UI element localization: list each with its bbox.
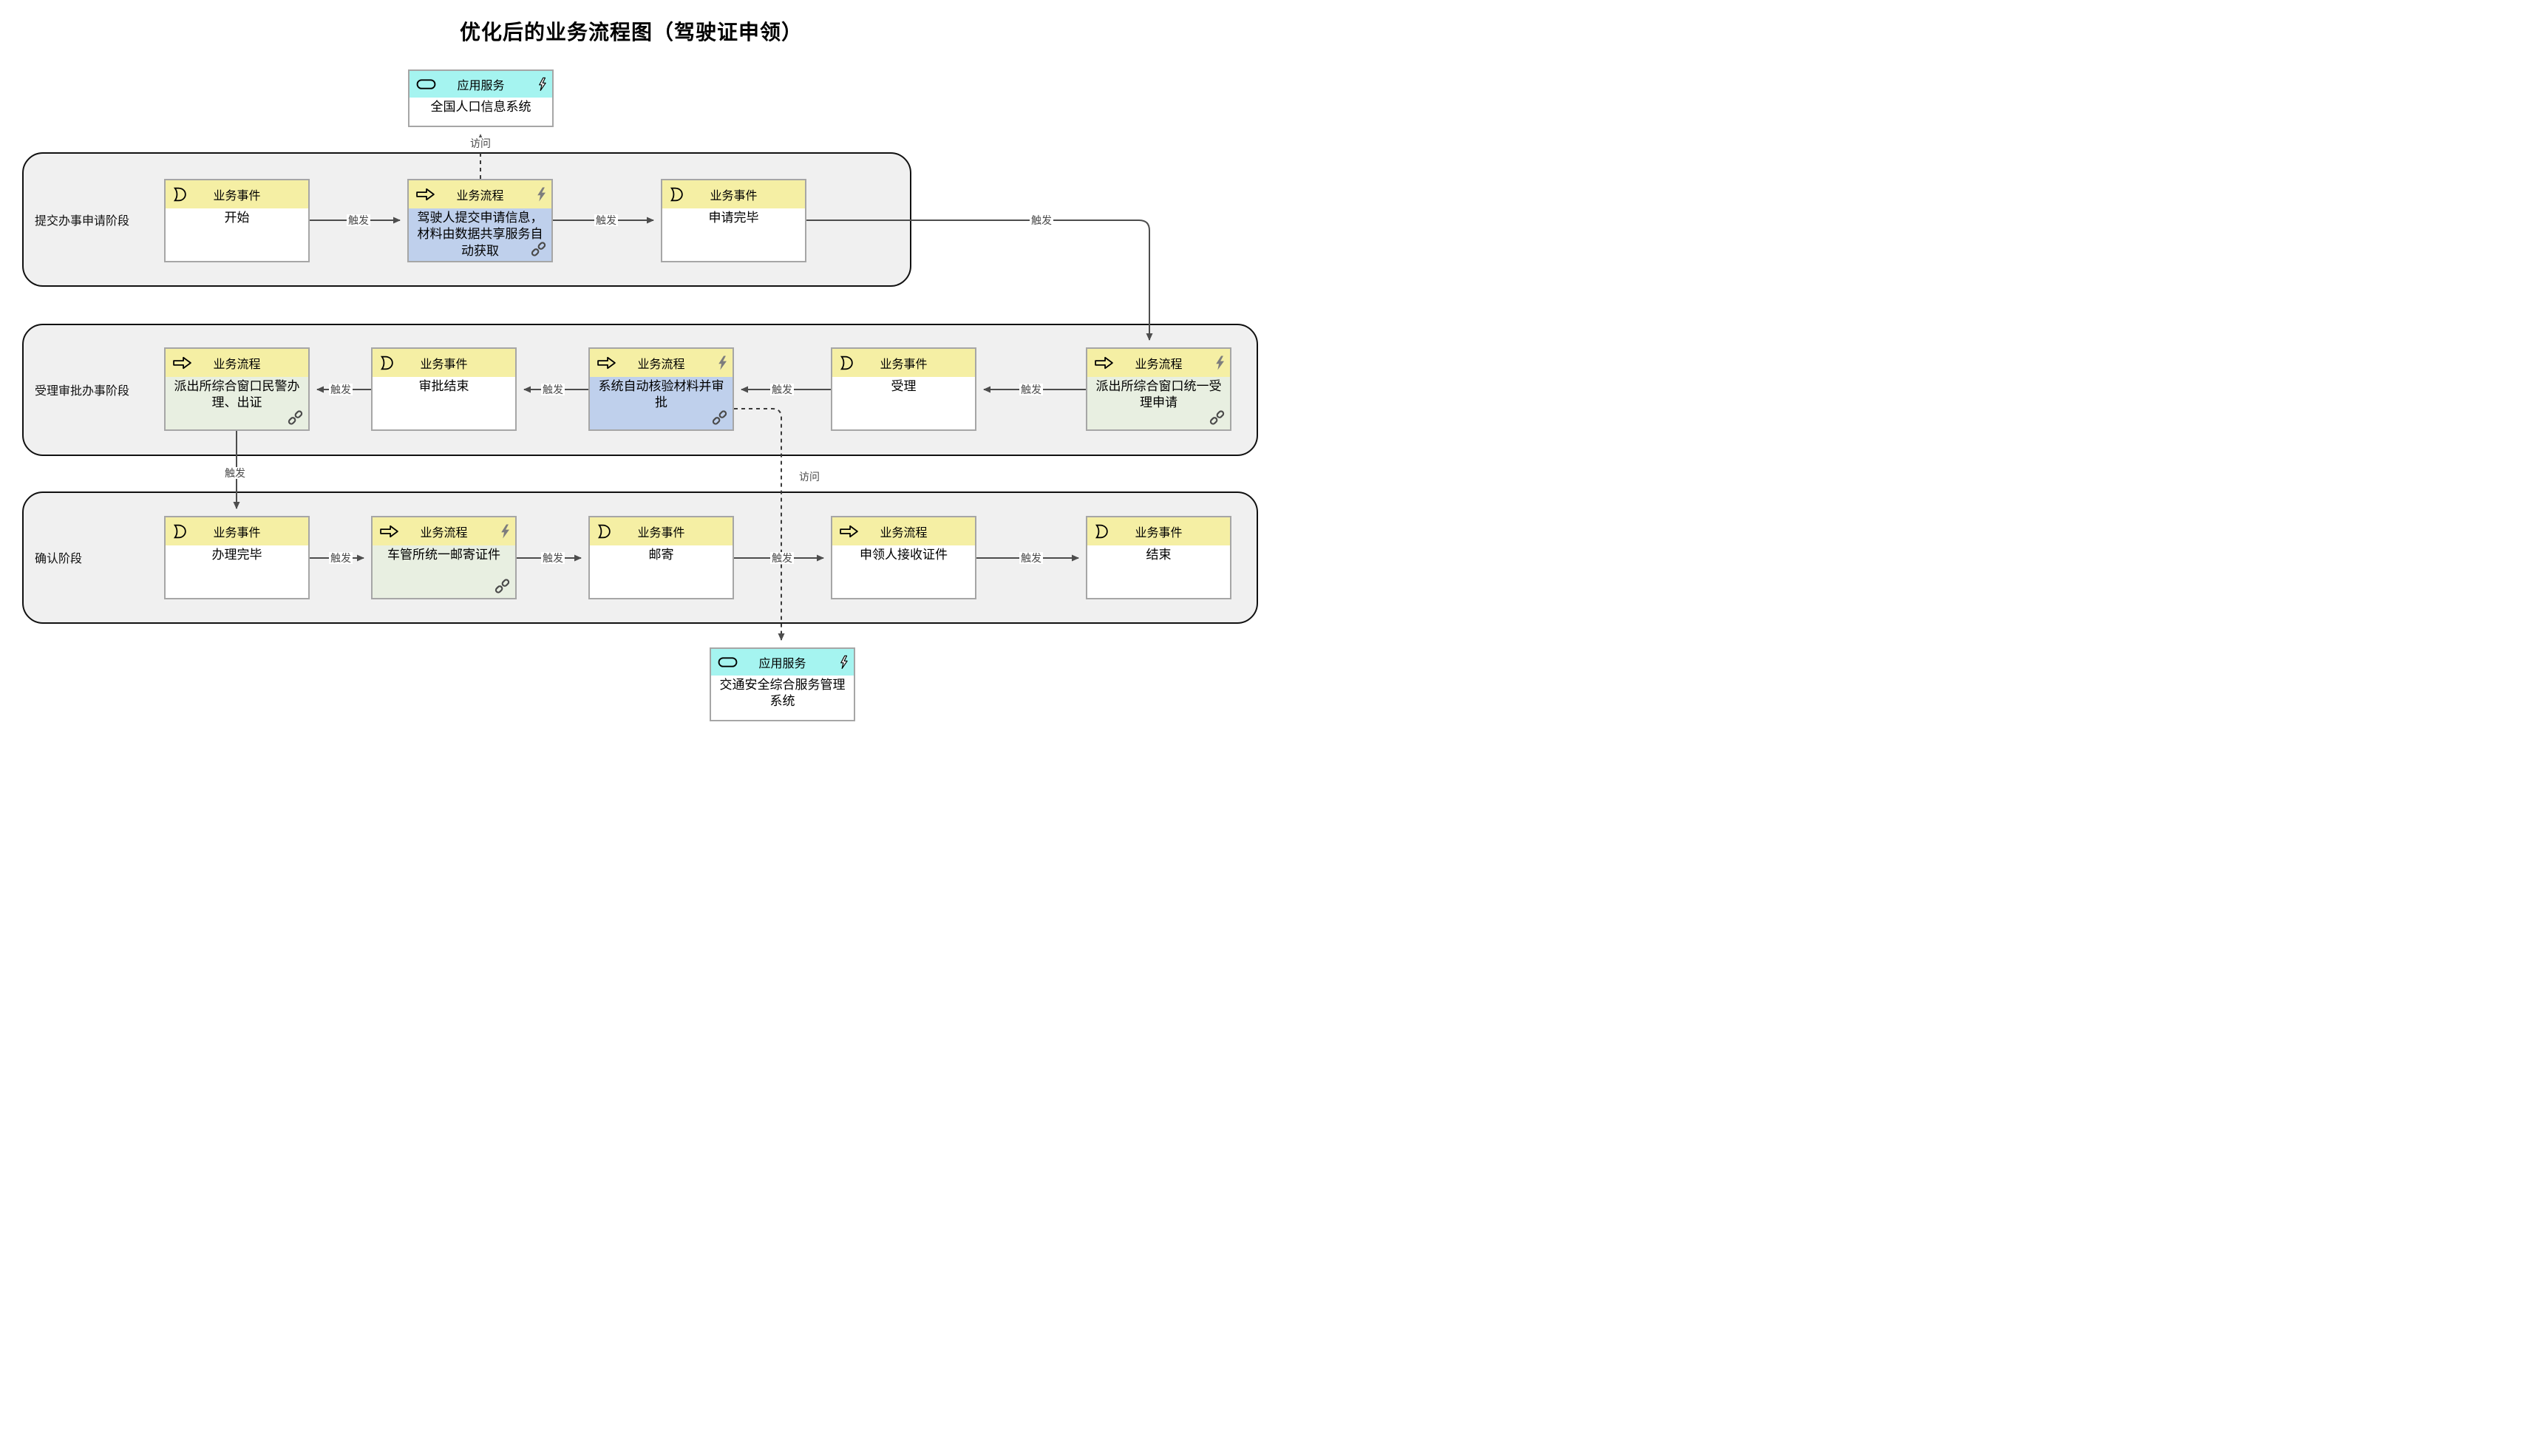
bolt-solid-icon xyxy=(500,524,510,539)
connector-label[interactable]: 访问 xyxy=(798,470,821,483)
connector-label[interactable]: 触发 xyxy=(541,551,565,565)
connector-label[interactable]: 触发 xyxy=(347,214,370,227)
node-type-label: 业务流程 xyxy=(213,358,261,371)
node-processing-done-event[interactable]: 业务事件 办理完毕 xyxy=(164,516,310,599)
connector-label[interactable]: 触发 xyxy=(1030,214,1053,227)
node-police-window-issue-process[interactable]: 业务流程 派出所综合窗口民警办理、出证 xyxy=(164,347,310,431)
node-national-population-system[interactable]: 应用服务 全国人口信息系统 xyxy=(408,69,554,127)
diagram-canvas: 优化后的业务流程图（驾驶证申领） 提交办事申请阶段 受理审批办事阶段 确认阶段 xyxy=(0,0,1262,728)
connector-label[interactable]: 访问 xyxy=(469,137,492,150)
node-name: 全国人口信息系统 xyxy=(430,100,531,114)
node-name: 驾驶人提交申请信息，材料由数据共享服务自动获取 xyxy=(417,211,543,258)
diagram-title: 优化后的业务流程图（驾驶证申领） xyxy=(459,21,803,44)
connector-label[interactable]: 触发 xyxy=(770,383,794,396)
bolt-solid-icon xyxy=(1215,356,1225,370)
connector-label[interactable]: 触发 xyxy=(594,214,618,227)
node-name: 派出所综合窗口统一受理申请 xyxy=(1095,379,1222,410)
business-event-icon xyxy=(172,524,188,540)
business-event-icon xyxy=(172,187,188,203)
node-type-label: 业务事件 xyxy=(420,358,468,371)
connector-label[interactable]: 触发 xyxy=(329,383,353,396)
node-name: 受理 xyxy=(891,379,917,393)
connector-label[interactable]: 触发 xyxy=(223,466,247,480)
business-event-icon xyxy=(379,356,395,371)
node-name: 系统自动核验材料并审批 xyxy=(598,379,724,410)
node-end-event[interactable]: 业务事件 结束 xyxy=(1086,516,1231,599)
business-event-icon xyxy=(669,187,684,203)
node-type-label: 应用服务 xyxy=(457,80,505,92)
business-process-icon xyxy=(597,356,616,370)
node-mailed-event[interactable]: 业务事件 邮寄 xyxy=(588,516,734,599)
node-name: 开始 xyxy=(224,211,250,225)
node-receive-license-process[interactable]: 业务流程 申领人接收证件 xyxy=(831,516,976,599)
node-name: 邮寄 xyxy=(648,548,674,562)
connector-label[interactable]: 触发 xyxy=(770,551,794,565)
node-name: 结束 xyxy=(1146,548,1172,562)
business-process-icon xyxy=(839,525,859,539)
business-event-icon xyxy=(597,524,612,540)
link-icon xyxy=(288,410,303,426)
node-type-label: 业务事件 xyxy=(710,190,758,203)
business-process-icon xyxy=(172,356,192,370)
lane-label-review: 受理审批办事阶段 xyxy=(35,385,130,398)
node-name: 办理完毕 xyxy=(211,548,262,562)
node-type-label: 业务事件 xyxy=(1135,527,1183,540)
node-submit-application-process[interactable]: 业务流程 驾驶人提交申请信息，材料由数据共享服务自动获取 xyxy=(407,179,553,262)
node-name: 申领人接收证件 xyxy=(860,548,948,562)
node-dmv-mail-process[interactable]: 业务流程 车管所统一邮寄证件 xyxy=(371,516,517,599)
business-event-icon xyxy=(839,356,854,371)
business-event-icon xyxy=(1094,524,1109,540)
business-process-icon xyxy=(379,525,399,539)
node-name: 派出所综合窗口民警办理、出证 xyxy=(174,379,300,410)
node-type-label: 业务流程 xyxy=(637,358,685,371)
node-accepted-event[interactable]: 业务事件 受理 xyxy=(831,347,976,431)
link-icon xyxy=(495,579,510,594)
connector-label[interactable]: 触发 xyxy=(329,551,353,565)
application-service-icon xyxy=(416,79,436,90)
lane-label-submit: 提交办事申请阶段 xyxy=(35,215,130,228)
link-icon xyxy=(1209,410,1225,426)
connector-label[interactable]: 触发 xyxy=(1019,551,1043,565)
link-icon xyxy=(531,242,546,257)
node-type-label: 业务事件 xyxy=(213,527,261,540)
node-auto-verify-process[interactable]: 业务流程 系统自动核验材料并审批 xyxy=(588,347,734,431)
node-type-label: 业务流程 xyxy=(420,527,468,540)
node-traffic-safety-system[interactable]: 应用服务 交通安全综合服务管理系统 xyxy=(710,647,855,721)
bolt-solid-icon xyxy=(718,356,727,370)
bolt-outline-icon xyxy=(537,77,547,92)
node-name: 审批结束 xyxy=(418,379,469,393)
connector-label[interactable]: 触发 xyxy=(541,383,565,396)
bolt-outline-icon xyxy=(839,655,849,670)
connector-label[interactable]: 触发 xyxy=(1019,383,1043,396)
lane-label-confirm: 确认阶段 xyxy=(35,553,83,565)
node-type-label: 业务流程 xyxy=(880,527,928,540)
node-name: 交通安全综合服务管理系统 xyxy=(719,678,846,709)
node-name: 车管所统一邮寄证件 xyxy=(387,548,500,562)
link-icon xyxy=(712,410,727,426)
node-name: 申请完毕 xyxy=(708,211,759,225)
bolt-solid-icon xyxy=(537,187,546,202)
node-type-label: 业务流程 xyxy=(456,190,504,203)
node-unified-accept-process[interactable]: 业务流程 派出所综合窗口统一受理申请 xyxy=(1086,347,1231,431)
node-type-label: 业务事件 xyxy=(880,358,928,371)
node-application-done-event[interactable]: 业务事件 申请完毕 xyxy=(661,179,806,262)
node-type-label: 业务流程 xyxy=(1135,358,1183,371)
node-type-label: 业务事件 xyxy=(213,190,261,203)
node-type-label: 业务事件 xyxy=(637,527,685,540)
node-start-event[interactable]: 业务事件 开始 xyxy=(164,179,310,262)
node-approval-finished-event[interactable]: 业务事件 审批结束 xyxy=(371,347,517,431)
node-type-label: 应用服务 xyxy=(758,658,806,670)
business-process-icon xyxy=(415,188,435,202)
business-process-icon xyxy=(1094,356,1114,370)
application-service-icon xyxy=(718,657,738,668)
